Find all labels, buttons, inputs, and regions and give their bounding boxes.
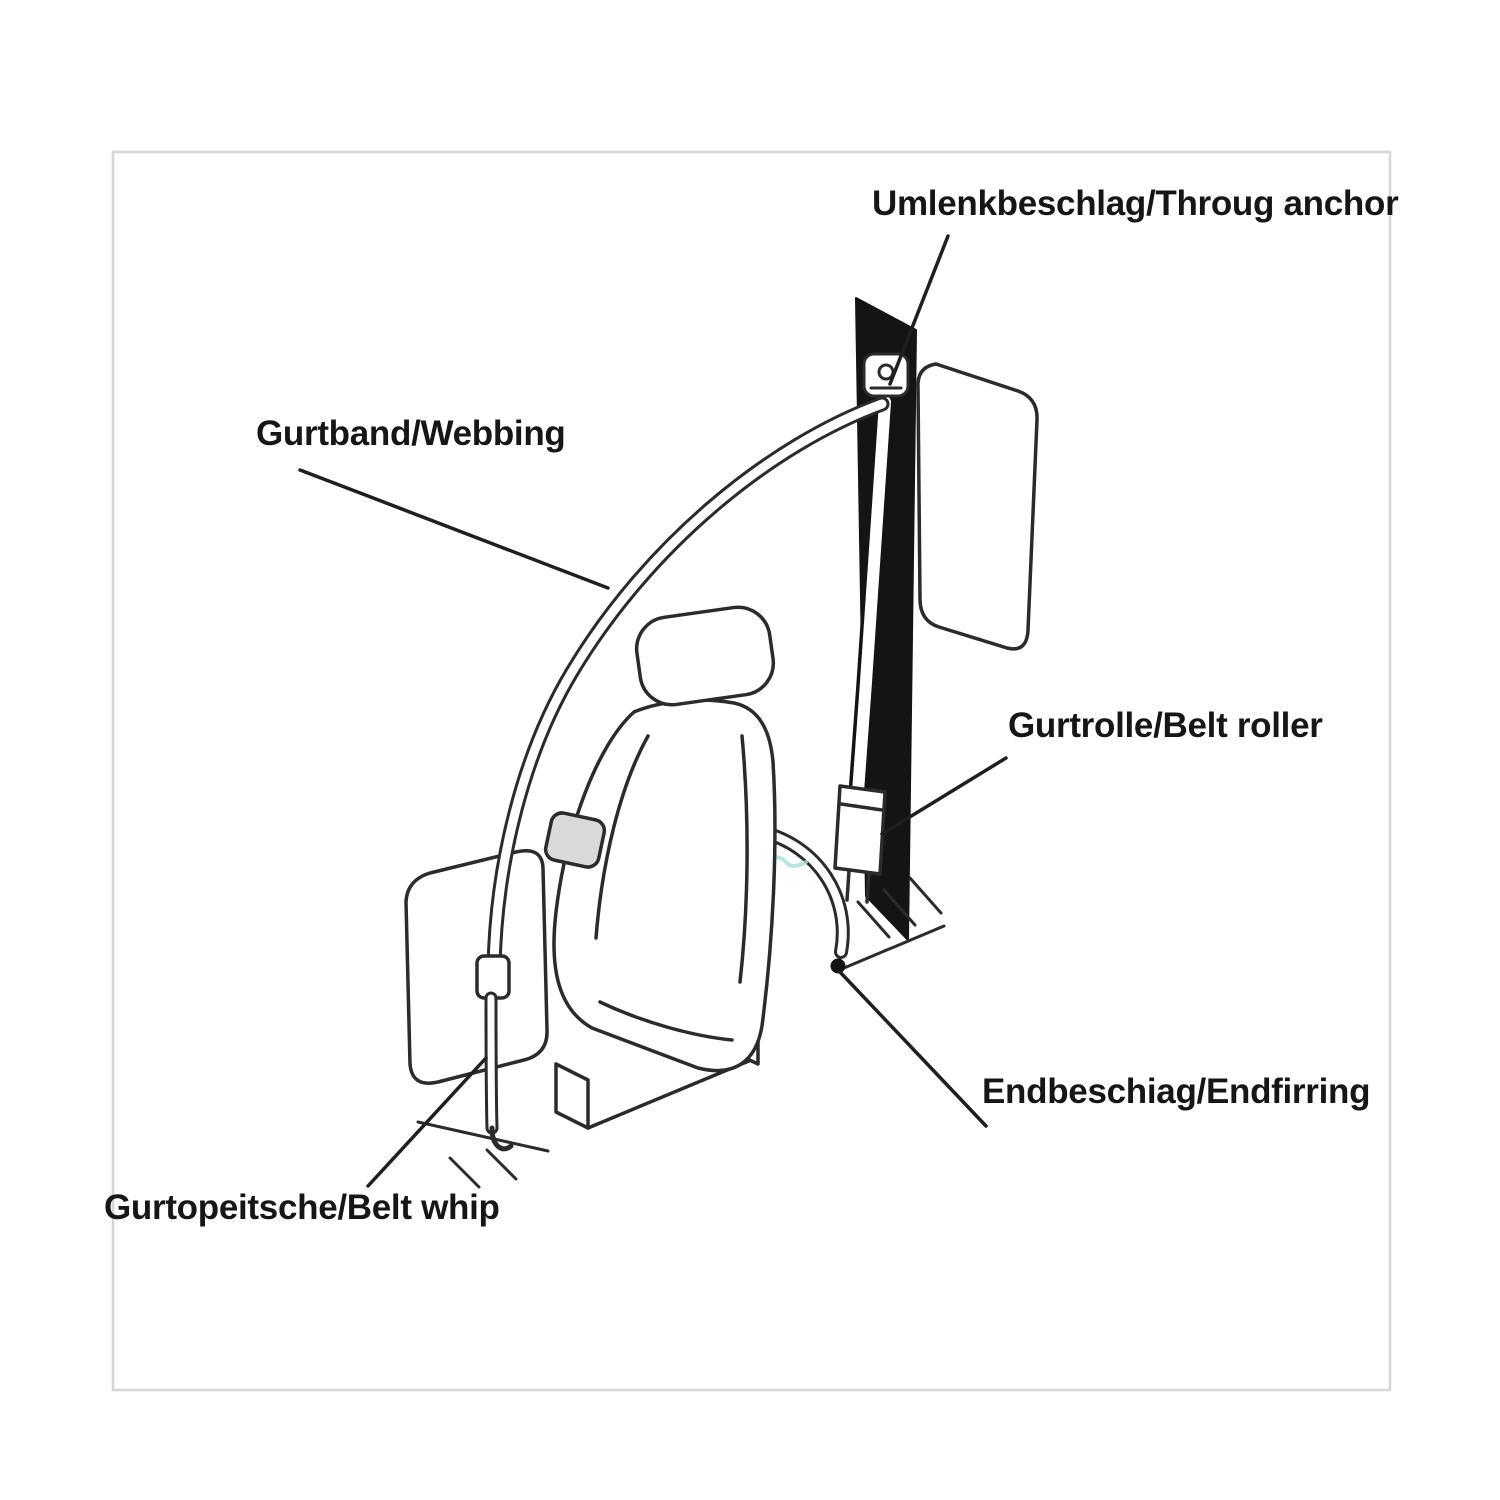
pillar-belt-strip (848, 392, 895, 802)
backrest-contour-right (738, 734, 749, 984)
end-fitting-belt (755, 825, 850, 974)
belt-roller-device (833, 784, 887, 904)
floor-hatch-left (416, 1120, 550, 1189)
backrest-contour-left (594, 734, 650, 940)
label-webbing: Gurtband/Webbing (256, 414, 566, 453)
latch-plate (475, 954, 511, 1000)
label-belt-roller: Gurtrolle/Belt roller (1008, 706, 1323, 745)
webbing-strap (486, 396, 890, 976)
backrest-lower-seam (598, 1000, 734, 1042)
leader-belt-roller (880, 756, 1008, 836)
leader-webbing (298, 468, 610, 590)
belt-guide (543, 811, 607, 869)
leader-end-fitting (838, 970, 988, 1128)
label-through-anchor: Umlenkbeschlag/Throug anchor (872, 184, 1399, 223)
leader-belt-whip (366, 1056, 488, 1188)
label-end-fitting: Endbeschiag/Endfirring (982, 1072, 1371, 1111)
end-fitting-point (830, 958, 846, 974)
leader-through-anchor (888, 234, 950, 386)
through-anchor-fitting (862, 352, 910, 398)
leader-lines (298, 234, 1008, 1188)
floor-hatch-right (842, 876, 946, 970)
window-outline (916, 362, 1039, 651)
belt-whip-strap (484, 991, 514, 1152)
headrest (634, 605, 776, 707)
seat-backrest (552, 698, 777, 1073)
label-belt-whip: Gurtopeitsche/Belt whip (104, 1188, 500, 1227)
